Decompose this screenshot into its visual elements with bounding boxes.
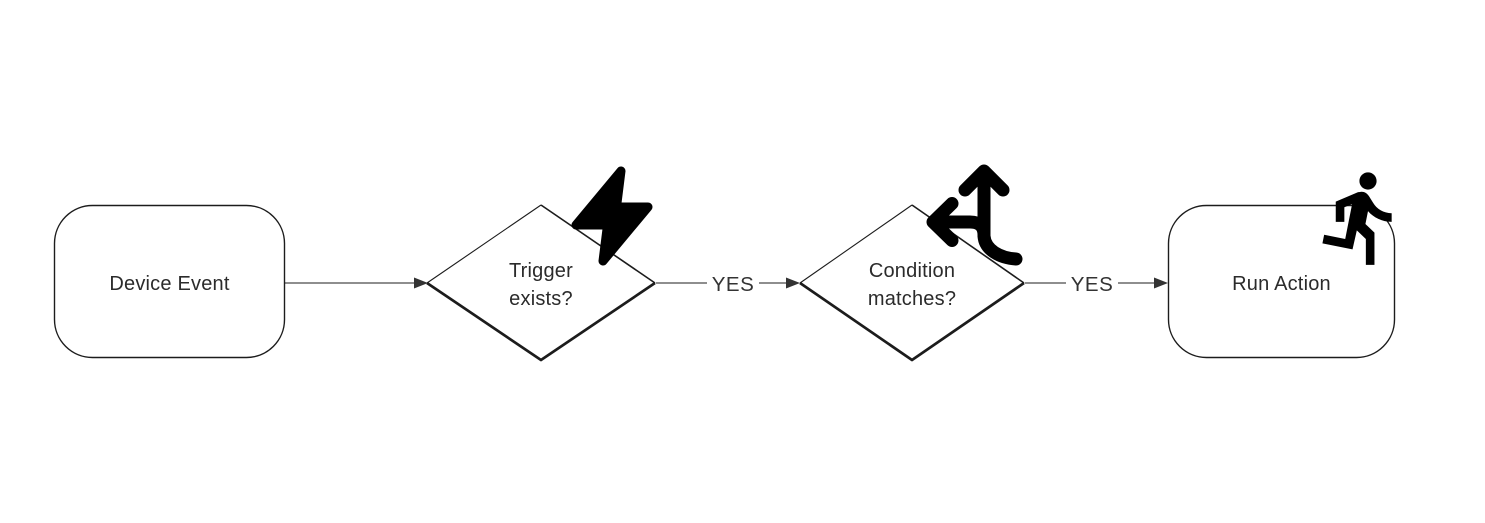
edge-trigger-to-condition: YES <box>656 273 800 296</box>
node-condition-matches-label-line2: matches? <box>868 288 956 310</box>
lightning-bolt-icon <box>571 166 653 266</box>
node-trigger-exists: Trigger exists? <box>426 204 656 362</box>
node-device-event: Device Event <box>53 204 286 359</box>
node-run-action-label: Run Action <box>1232 273 1331 295</box>
node-condition-matches-label-line1: Condition <box>869 260 955 282</box>
edge-condition-to-run-action: YES <box>1025 273 1168 296</box>
node-trigger-exists-label-line2: exists? <box>509 288 573 310</box>
node-trigger-exists-label-line1: Trigger <box>509 260 573 282</box>
edge-device-event-to-trigger <box>285 277 428 289</box>
edge-label-yes-1: YES <box>712 273 755 296</box>
split-arrows-icon <box>926 164 1023 266</box>
running-person-icon <box>1322 172 1392 265</box>
node-device-event-label: Device Event <box>109 273 229 295</box>
edge-label-yes-2: YES <box>1071 273 1114 296</box>
